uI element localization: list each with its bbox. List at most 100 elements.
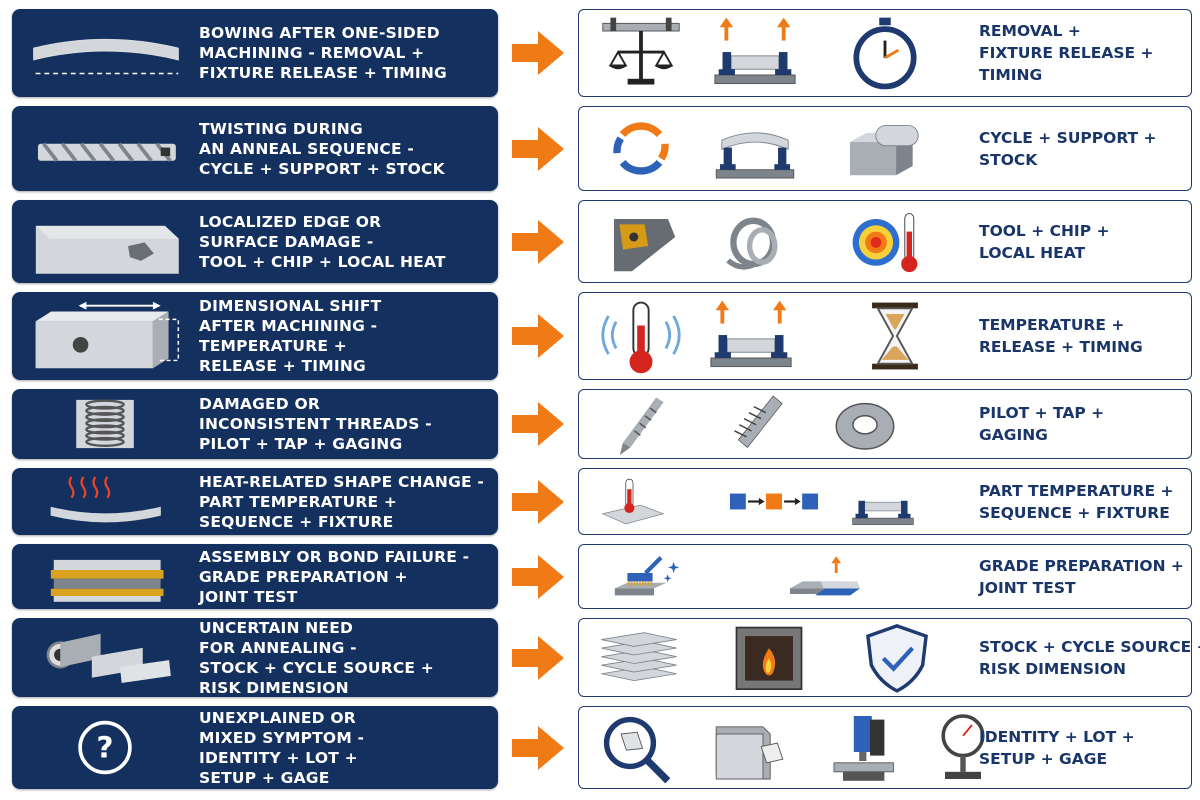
fix-factor-line: JOINT TEST — [979, 578, 1076, 597]
arrow-right-icon — [512, 219, 564, 264]
dial-gage-icon — [915, 707, 1011, 788]
fix-factors-label: REMOVAL +FIXTURE RELEASE +TIMING — [979, 20, 1187, 86]
fix-factor-line: CYCLE + SUPPORT + — [979, 128, 1157, 147]
symptom-line: DIMENSIONAL SHIFT — [199, 297, 382, 315]
ring-gage-icon — [817, 390, 913, 458]
symptom-line: TWISTING DURING — [199, 119, 363, 138]
arrow-right-icon — [512, 725, 564, 770]
stopwatch-icon — [837, 10, 933, 96]
symptom-line: AFTER MACHINING - — [199, 317, 378, 335]
symptom-line: FOR ANNEALING - — [199, 638, 357, 657]
svg-text:?: ? — [96, 731, 113, 765]
lap-joint-test-icon — [777, 545, 873, 608]
fix-factor-line: TOOL + CHIP + — [979, 221, 1110, 240]
fix-card: STOCK + CYCLE SOURCE +RISK DIMENSION — [578, 618, 1200, 697]
symptom-line: STOCK + CYCLE SOURCE + — [199, 658, 434, 677]
symptom-card: DIMENSIONAL SHIFT AFTER MACHINING - TEMPER… — [12, 292, 498, 380]
fix-card: TOOL + CHIP + LOCAL HEAT — [578, 200, 1192, 283]
fix-factor-line: IDENTITY + LOT + — [979, 727, 1135, 746]
symptom-line: GRADE PREPARATION + — [199, 567, 408, 586]
bonded-layers-icon — [20, 544, 190, 609]
fix-factor-line: RISK DIMENSION — [979, 659, 1126, 678]
fix-factors-label: IDENTITY + LOT + SETUP + GAGE — [979, 726, 1187, 770]
part-thermometer-icon — [585, 469, 681, 534]
cycle-arrows-icon — [593, 107, 689, 190]
fix-card: PART TEMPERATURE +SEQUENCE + FIXTURE — [578, 468, 1192, 535]
chip-curl-icon — [707, 201, 803, 282]
fix-factor-line: REMOVAL + — [979, 22, 1081, 40]
fix-card: REMOVAL +FIXTURE RELEASE +TIMING — [578, 9, 1192, 97]
damaged-plate-icon — [20, 200, 190, 283]
furnace-icon — [721, 619, 817, 696]
fixture-icon — [835, 469, 931, 534]
fix-factor-line: PILOT + TAP + — [979, 404, 1105, 422]
symptom-card: HEAT-RELATED SHAPE CHANGE -PART TEMPERAT… — [12, 468, 498, 535]
tag-magnifier-icon — [591, 707, 687, 788]
problem-row: DIMENSIONAL SHIFT AFTER MACHINING - TEMPER… — [0, 292, 1200, 380]
symptom-line: AN ANNEAL SEQUENCE - — [199, 139, 415, 158]
fix-factor-line: LOCAL HEAT — [979, 243, 1086, 262]
symptom-line: TEMPERATURE + — [199, 337, 347, 355]
fix-factor-line: GAGING — [979, 426, 1048, 444]
hourglass-icon — [847, 293, 943, 379]
bar-stock-icon — [837, 107, 933, 190]
symptom-line: DAMAGED OR — [199, 395, 320, 413]
fix-factors-label: CYCLE + SUPPORT +STOCK — [979, 127, 1187, 171]
fix-factors-label: TOOL + CHIP + LOCAL HEAT — [979, 220, 1187, 264]
symptom-line: FIXTURE RELEASE + TIMING — [199, 64, 447, 82]
wire-brush-icon — [599, 545, 695, 608]
arrow-right-icon — [512, 314, 564, 358]
symptom-label: DIMENSIONAL SHIFT AFTER MACHINING - TEMPER… — [199, 296, 488, 376]
fix-card: CYCLE + SUPPORT +STOCK — [578, 106, 1192, 191]
fixture-release-icon — [703, 293, 799, 379]
arrow-right-icon — [512, 635, 564, 680]
symptom-line: INCONSISTENT THREADS - — [199, 415, 432, 433]
question-circle-icon: ? — [20, 706, 190, 789]
fix-factors-label: PILOT + TAP + GAGING — [979, 402, 1187, 446]
milling-machine-icon — [813, 707, 909, 788]
fix-factors-label: STOCK + CYCLE SOURCE +RISK DIMENSION — [979, 636, 1200, 680]
plate-stack-icon — [591, 619, 687, 696]
symptom-line: SETUP + GAGE — [199, 768, 330, 787]
shifted-block-icon — [20, 292, 190, 380]
threaded-hole-icon — [20, 389, 190, 459]
arrow-right-icon — [512, 402, 564, 446]
bowed-bar-icon — [20, 9, 190, 97]
support-fixture-icon — [707, 107, 803, 190]
fix-factor-line: SEQUENCE + FIXTURE — [979, 503, 1170, 522]
symptom-card: ASSEMBLY OR BOND FAILURE -GRADE PREPARAT… — [12, 544, 498, 609]
fix-factor-line: GRADE PREPARATION + — [979, 556, 1184, 575]
fix-card: IDENTITY + LOT + SETUP + GAGE — [578, 706, 1192, 789]
arrow-right-icon — [512, 479, 564, 524]
stock-shapes-icon — [20, 618, 190, 697]
symptom-line: ASSEMBLY OR BOND FAILURE - — [199, 547, 470, 566]
fix-factor-line: SETUP + GAGE — [979, 749, 1108, 768]
arrow-right-icon — [512, 31, 564, 75]
twisted-bar-icon — [20, 106, 190, 191]
balance-scale-icon — [593, 10, 689, 96]
symptom-line: SEQUENCE + FIXTURE — [199, 512, 394, 531]
symptom-line: TOOL + CHIP + LOCAL HEAT — [199, 252, 446, 271]
symptom-line: HEAT-RELATED SHAPE CHANGE - — [199, 472, 485, 491]
fix-factors-label: GRADE PREPARATION + JOINT TEST — [979, 555, 1187, 599]
symptom-line: CYCLE + SUPPORT + STOCK — [199, 159, 445, 178]
symptom-line: IDENTITY + LOT + — [199, 748, 358, 767]
fix-factor-line: FIXTURE RELEASE + — [979, 44, 1154, 62]
problem-row: HEAT-RELATED SHAPE CHANGE -PART TEMPERAT… — [0, 468, 1200, 535]
symptom-line: UNEXPLAINED OR — [199, 708, 356, 727]
symptom-line: PART TEMPERATURE + — [199, 492, 398, 511]
